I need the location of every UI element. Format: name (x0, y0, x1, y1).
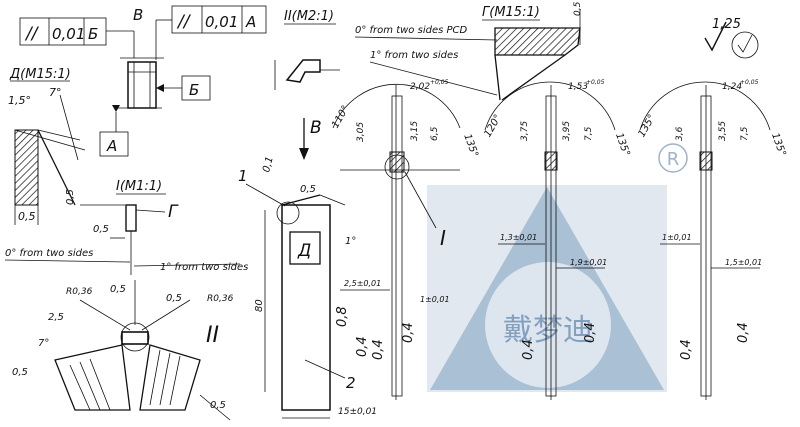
svg-text:3,15: 3,15 (410, 121, 420, 141)
svg-text:3,55: 3,55 (718, 121, 728, 141)
svg-text:0,01: 0,01 (205, 13, 238, 31)
detail-g: 0° from two sides PCD 1° from two sides … (354, 1, 583, 101)
svg-text:135°: 135° (769, 132, 788, 158)
svg-text:7°: 7° (49, 86, 62, 99)
detail-d-title: Д(M15:1) (9, 67, 71, 82)
svg-text:1,25: 1,25 (712, 17, 741, 32)
svg-text:0,4: 0,4 (583, 322, 598, 343)
svg-text:0,5: 0,5 (18, 210, 36, 223)
svg-text:II: II (206, 323, 219, 348)
flatness-frame-left: // 0,01 Б (19, 17, 135, 58)
svg-text:6,5: 6,5 (430, 126, 440, 141)
svg-text:1,5±0,01: 1,5±0,01 (725, 258, 762, 267)
svg-text:0,4: 0,4 (371, 339, 386, 360)
svg-text:1±0,01: 1±0,01 (662, 233, 692, 242)
tool-body: Д 80 15±0,01 1 2 0,1 0,5 0,8 0,4 1° (238, 155, 377, 419)
insert-view-3: 1,24 +0,05 135° 135° 3,6 3,55 7,5 1±0,01… (636, 79, 788, 400)
detail-ii (274, 59, 340, 90)
svg-text:I: I (440, 226, 446, 250)
registered-mark (658, 143, 688, 173)
detail-i-title: I(M1:1) (116, 179, 162, 194)
svg-text:0,4: 0,4 (736, 322, 751, 343)
svg-text:135°: 135° (613, 132, 632, 158)
svg-text:1,24: 1,24 (722, 82, 742, 92)
svg-text:1,5°: 1,5° (8, 94, 31, 107)
svg-text:0,4: 0,4 (521, 339, 536, 360)
svg-text:R0,36: R0,36 (207, 294, 234, 304)
watermark: 戴梦迪 R (427, 143, 688, 392)
view-b-part: Б A (99, 57, 211, 157)
svg-text:3,6: 3,6 (675, 126, 685, 141)
detail-i: 0,5 Г 0,5 0° from two sides 1° from two … (4, 189, 248, 275)
view-b-arrow-label: В (310, 118, 322, 138)
svg-text:2,02: 2,02 (410, 82, 430, 92)
svg-text:1,3±0,01: 1,3±0,01 (500, 233, 537, 242)
detail-g-title: Г(M15:1) (482, 5, 540, 20)
svg-text:1°: 1° (345, 236, 356, 247)
svg-text:0° from two sides: 0° from two sides (5, 248, 93, 259)
svg-text:1±0,01: 1±0,01 (420, 295, 450, 304)
svg-text:7°: 7° (38, 338, 49, 349)
svg-text:R: R (667, 149, 680, 170)
svg-text:3,95: 3,95 (562, 121, 572, 141)
svg-text:0° from two sides PCD: 0° from two sides PCD (355, 25, 467, 36)
detail-d: 1,5° 7° 0,5 (8, 86, 86, 225)
svg-text:120°: 120° (482, 113, 504, 139)
svg-text://: // (24, 24, 40, 44)
svg-text:1° from two sides: 1° from two sides (160, 262, 248, 273)
svg-text:0,5: 0,5 (166, 293, 182, 304)
tool-tip-detail: R0,36 R0,36 0,5 0,5 2,5 7° 0,5 0,5 II (12, 280, 234, 421)
svg-text:0,4: 0,4 (355, 336, 370, 357)
svg-text:0,1: 0,1 (261, 155, 276, 173)
svg-text:A: A (106, 137, 117, 155)
svg-text:0,5: 0,5 (65, 189, 76, 205)
svg-text:0,5: 0,5 (300, 184, 316, 195)
svg-text:80: 80 (254, 299, 265, 312)
detail-ii-title: II(M2:1) (284, 9, 334, 24)
svg-text:1,53: 1,53 (568, 82, 588, 92)
svg-text:135°: 135° (636, 113, 658, 139)
svg-text:Г: Г (168, 202, 179, 222)
svg-text:0,01: 0,01 (52, 25, 85, 43)
svg-text:1° from two sides: 1° from two sides (370, 50, 458, 61)
svg-text:15±0,01: 15±0,01 (338, 407, 377, 417)
svg-text:2,5: 2,5 (48, 312, 64, 323)
svg-text:Б: Б (88, 25, 98, 43)
svg-text:2: 2 (346, 374, 356, 392)
svg-text:Б: Б (189, 81, 199, 99)
svg-text:1,9±0,01: 1,9±0,01 (570, 258, 607, 267)
svg-text:A: A (245, 13, 256, 31)
svg-text:Д: Д (297, 241, 311, 261)
svg-text:R0,36: R0,36 (66, 287, 93, 297)
svg-text:0,5: 0,5 (93, 224, 109, 235)
svg-text:0,5: 0,5 (110, 284, 126, 295)
svg-text:3,75: 3,75 (520, 121, 530, 141)
svg-text:1: 1 (238, 167, 248, 185)
svg-text:0,5: 0,5 (573, 1, 583, 16)
svg-text:0,8: 0,8 (335, 306, 350, 327)
roughness-symbol: 1,25 (704, 17, 759, 59)
svg-text:7,5: 7,5 (584, 126, 594, 141)
svg-text:110°: 110° (330, 104, 352, 130)
svg-text:0,5: 0,5 (12, 367, 28, 378)
svg-text:0,5: 0,5 (210, 400, 226, 411)
svg-text:0,4: 0,4 (679, 339, 694, 360)
svg-text:7,5: 7,5 (740, 126, 750, 141)
svg-text:+0,05: +0,05 (430, 79, 449, 86)
watermark-text: 戴梦迪 (503, 313, 593, 348)
svg-text:+0,05: +0,05 (586, 79, 605, 86)
flatness-frame-right: // 0,01 A (155, 5, 267, 60)
svg-text:0,4: 0,4 (401, 322, 416, 343)
svg-text:135°: 135° (461, 132, 480, 158)
svg-text:3,05: 3,05 (356, 122, 366, 142)
svg-text:2,5±0,01: 2,5±0,01 (344, 279, 381, 288)
view-b-label: В (133, 6, 143, 24)
svg-text://: // (176, 12, 192, 32)
svg-text:+0,05: +0,05 (740, 79, 759, 86)
